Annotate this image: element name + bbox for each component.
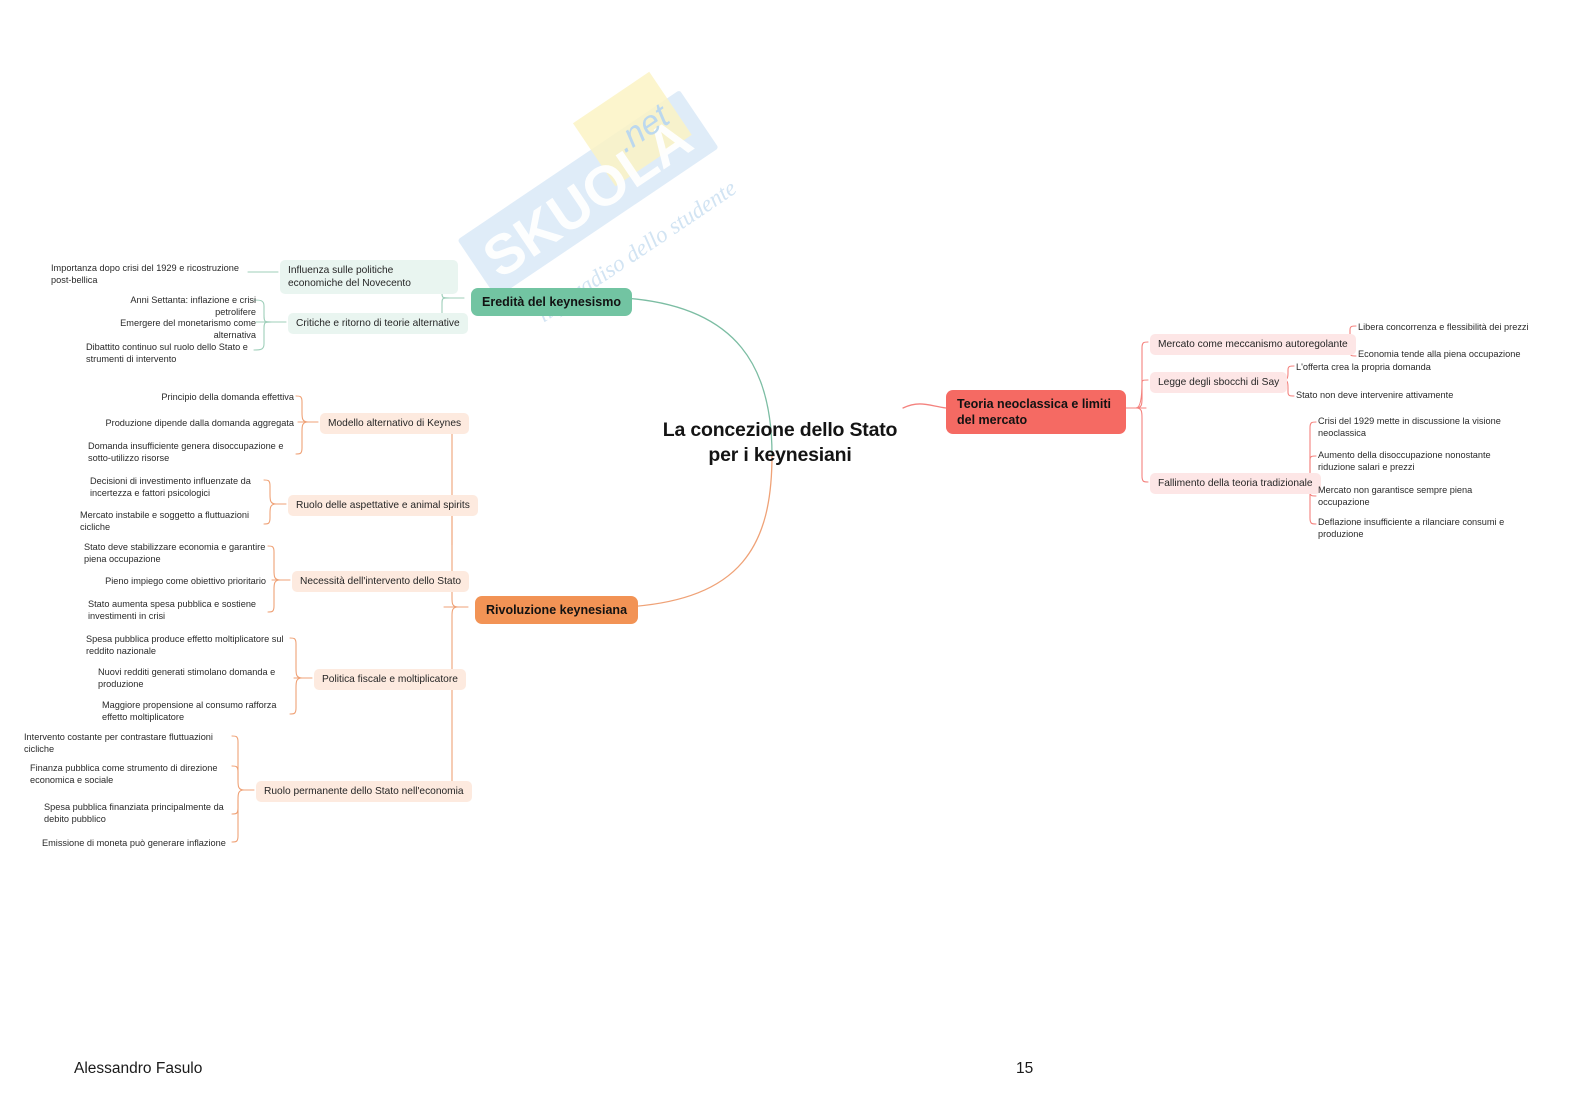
footer-page-number: 15 <box>1016 1060 1034 1077</box>
branch-node-eredita-del-keynesismo[interactable]: Eredità del keynesismo <box>471 288 632 316</box>
leaf-stato-stabilizzare-economia: Stato deve stabilizzare economia e garan… <box>84 542 266 565</box>
subnode-influenza-politiche-economiche[interactable]: Influenza sulle politiche economiche del… <box>280 260 458 295</box>
leaf-libera-concorrenza-flessibilita: Libera concorrenza e flessibilità dei pr… <box>1358 322 1529 332</box>
central-topic-title: La concezione dello Stato per i keynesia… <box>662 419 898 466</box>
leaf-pieno-impiego-obiettivo: Pieno impiego come obiettivo prioritario <box>105 576 266 586</box>
footer-author-name: Alessandro Fasulo <box>74 1060 203 1077</box>
leaf-produzione-dipende-domanda-aggregata: Produzione dipende dalla domanda aggrega… <box>105 418 295 428</box>
leaf-spesa-pubblica-effetto-moltiplicatore: Spesa pubblica produce effetto moltiplic… <box>86 634 284 657</box>
leaf-finanza-pubblica-direzione: Finanza pubblica come strumento di direz… <box>30 763 218 786</box>
subnode-mercato-meccanismo-autoregolante[interactable]: Mercato come meccanismo autoregolante <box>1150 334 1356 356</box>
leaf-deflazione-insufficiente-rilanciare: Deflazione insufficiente a rilanciare co… <box>1318 517 1505 540</box>
subnode-fallimento-teoria-tradizionale[interactable]: Fallimento della teoria tradizionale <box>1150 473 1321 495</box>
subnode-ruolo-permanente-stato-economia[interactable]: Ruolo permanente dello Stato nell'econom… <box>256 781 472 803</box>
leaf-stato-non-deve-intervenire: Stato non deve intervenire attivamente <box>1296 390 1454 400</box>
leaf-offerta-crea-propria-domanda: L'offerta crea la propria domanda <box>1296 362 1431 372</box>
leaf-economia-tende-piena-occupazione: Economia tende alla piena occupazione <box>1358 349 1521 359</box>
leaf-maggiore-propensione-consumo: Maggiore propensione al consumo rafforza… <box>102 700 277 723</box>
leaf-domanda-insufficiente-disoccupazione: Domanda insufficiente genera disoccupazi… <box>88 441 284 464</box>
watermark-brand: SKUOLA <box>472 105 703 289</box>
leaf-mercato-non-garantisce-occupazione: Mercato non garantisce sempre piena occu… <box>1318 485 1473 508</box>
leaf-aumento-disoccupazione-nonostante: Aumento della disoccupazione nonostante … <box>1318 450 1491 473</box>
subnode-ruolo-aspettative-animal-spirits[interactable]: Ruolo delle aspettative e animal spirits <box>288 495 478 517</box>
leaf-anni-settanta-inflazione: Anni Settanta: inflazione e crisi petrol… <box>130 295 256 318</box>
leaf-mercato-instabile-fluttuazioni: Mercato instabile e soggetto a fluttuazi… <box>80 510 250 533</box>
branch-node-teoria-neoclassica-limiti-mercato[interactable]: Teoria neoclassica e limiti del mercato <box>946 390 1126 434</box>
leaf-emergere-monetarismo: Emergere del monetarismo come alternativ… <box>120 318 256 341</box>
branch-node-rivoluzione-keynesiana[interactable]: Rivoluzione keynesiana <box>475 596 639 624</box>
leaf-stato-aumenta-spesa-pubblica: Stato aumenta spesa pubblica e sostiene … <box>88 599 257 622</box>
leaf-spesa-pubblica-debito-pubblico: Spesa pubblica finanziata principalmente… <box>44 802 224 825</box>
subnode-legge-sbocchi-say[interactable]: Legge degli sbocchi di Say <box>1150 372 1288 394</box>
leaf-nuovi-redditi-stimolano-domanda: Nuovi redditi generati stimolano domanda… <box>98 667 276 690</box>
subnode-modello-alternativo-keynes[interactable]: Modello alternativo di Keynes <box>320 413 470 435</box>
leaf-decisioni-investimento-incertezza: Decisioni di investimento influenzate da… <box>90 476 251 499</box>
leaf-intervento-costante-fluttuazioni: Intervento costante per contrastare flut… <box>24 732 213 755</box>
leaf-principio-domanda-effettiva: Principio della domanda effettiva <box>161 392 294 402</box>
leaf-crisi-1929-discussione-neoclassica: Crisi del 1929 mette in discussione la v… <box>1318 416 1501 439</box>
leaf-dibattito-continuo-ruolo-stato: Dibattito continuo sul ruolo dello Stato… <box>86 342 248 365</box>
leaf-importanza-dopo-crisi-1929: Importanza dopo crisi del 1929 e ricostr… <box>51 263 239 286</box>
subnode-necessita-intervento-stato[interactable]: Necessità dell'intervento dello Stato <box>292 571 470 593</box>
watermark-suffix: .net <box>608 96 678 160</box>
subnode-critiche-ritorno-teorie-alternative[interactable]: Critiche e ritorno di teorie alternative <box>288 313 468 335</box>
subnode-politica-fiscale-moltiplicatore[interactable]: Politica fiscale e moltiplicatore <box>314 669 466 691</box>
leaf-emissione-moneta-inflazione: Emissione di moneta può generare inflazi… <box>42 838 226 848</box>
